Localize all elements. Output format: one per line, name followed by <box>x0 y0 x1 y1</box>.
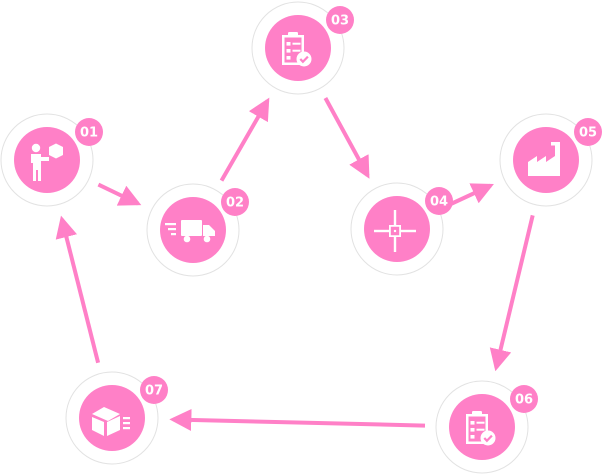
step-node-03: 03 <box>251 1 354 95</box>
step-number-label: 01 <box>80 126 98 141</box>
flow-arrow-05-to-06 <box>489 214 535 372</box>
flow-arrow-07-to-01 <box>55 215 101 364</box>
flow-arrow-04-to-05 <box>447 183 494 207</box>
flow-arrow-02-to-03 <box>219 97 270 182</box>
flow-arrows <box>55 97 535 431</box>
step-circle <box>449 394 515 460</box>
flow-arrow-01-to-02 <box>97 182 142 206</box>
step-number-label: 07 <box>145 384 163 399</box>
step-node-05: 05 <box>499 113 602 207</box>
step-number-label: 05 <box>579 126 597 141</box>
step-number-badge <box>574 118 602 146</box>
step-circle <box>364 196 430 262</box>
step-number-label: 06 <box>515 393 533 408</box>
step-number-badge <box>75 118 103 146</box>
step-number-label: 03 <box>331 14 349 29</box>
step-node-07: 07 <box>65 371 168 465</box>
step-number-badge <box>425 187 453 215</box>
step-number-label: 04 <box>430 195 448 210</box>
step-number-label: 02 <box>226 196 244 211</box>
flow-arrow-06-to-07 <box>169 408 426 431</box>
step-number-badge <box>326 6 354 34</box>
step-node-06: 06 <box>435 380 538 474</box>
step-circle <box>265 15 331 81</box>
step-number-badge <box>140 376 168 404</box>
step-node-01: 01 <box>0 113 103 207</box>
step-number-badge <box>510 385 538 413</box>
step-node-02: 02 <box>146 183 249 277</box>
flow-arrow-03-to-04 <box>323 97 370 179</box>
step-node-04: 04 <box>350 182 453 276</box>
step-number-badge <box>221 188 249 216</box>
